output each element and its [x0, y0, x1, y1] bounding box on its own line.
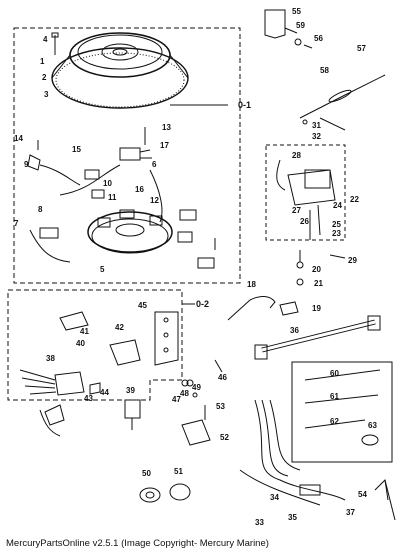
part-label-47: 47: [172, 395, 181, 404]
part-label-20: 20: [312, 265, 321, 274]
part-label-1: 1: [40, 57, 45, 66]
part-label-61: 61: [330, 392, 339, 401]
module-38: [54, 371, 85, 396]
part-label-7: 7: [14, 219, 19, 228]
part-label-42: 42: [115, 323, 124, 332]
flywheel: [51, 32, 189, 109]
part-label-15: 15: [72, 145, 81, 154]
part-label-17: 17: [160, 141, 169, 150]
part-label-46: 46: [218, 373, 227, 382]
part-label-8: 8: [38, 205, 43, 214]
part-label-54: 54: [358, 490, 367, 499]
part-label-9: 9: [24, 160, 29, 169]
group-boundary-upper: [13, 27, 241, 284]
part-label-18: 18: [247, 280, 256, 289]
part-label-16: 16: [135, 185, 144, 194]
part-label-27: 27: [292, 206, 301, 215]
cable-kit-box: [291, 361, 393, 463]
group-boundary-trigger: [265, 144, 346, 241]
cable-60: [304, 369, 381, 381]
plug-55: [264, 9, 286, 39]
part-label-35: 35: [288, 513, 297, 522]
part-label-3: 3: [44, 90, 49, 99]
part-label-45: 45: [138, 301, 147, 310]
part-label-11: 11: [108, 193, 117, 202]
part-label-33: 33: [255, 518, 264, 527]
wiring-harness: [254, 399, 346, 501]
part-label-4: 4: [43, 35, 48, 44]
part-label-29: 29: [348, 256, 357, 265]
part-label-53: 53: [216, 402, 225, 411]
part-label-51: 51: [174, 467, 183, 476]
part-label-25: 25: [332, 220, 341, 229]
part-label-39: 39: [126, 386, 135, 395]
part-label-28: 28: [292, 151, 301, 160]
part-label-57: 57: [357, 44, 366, 53]
part-label-22: 22: [350, 195, 359, 204]
part-label-40: 40: [76, 339, 85, 348]
wire-harness-upper: [59, 164, 163, 223]
part-label-31: 31: [312, 121, 321, 130]
part-label-10: 10: [103, 179, 112, 188]
image-caption: MercuryPartsOnline v2.5.1 (Image Copyrig…: [6, 538, 269, 549]
part-label-48: 48: [180, 389, 189, 398]
part-label-56: 56: [314, 34, 323, 43]
part-label-43: 43: [84, 394, 93, 403]
sensor-18: [249, 296, 276, 309]
part-label-26: 26: [300, 217, 309, 226]
part-label-62: 62: [330, 417, 339, 426]
group-label-upper: 0-1: [238, 100, 251, 110]
part-label-37: 37: [346, 508, 355, 517]
bracket-45: [154, 311, 179, 366]
part-label-44: 44: [100, 388, 109, 397]
part-label-5: 5: [100, 265, 105, 274]
part-label-49: 49: [192, 383, 201, 392]
part-label-60: 60: [330, 369, 339, 378]
part-label-21: 21: [314, 279, 323, 288]
part-label-19: 19: [312, 304, 321, 313]
part-label-58: 58: [320, 66, 329, 75]
part-label-24: 24: [333, 201, 342, 210]
part-label-13: 13: [162, 123, 171, 132]
part-label-50: 50: [142, 469, 151, 478]
bracket-52: [181, 419, 211, 446]
trigger-assembly: [276, 159, 346, 286]
part-label-23: 23: [332, 229, 341, 238]
part-label-41: 41: [80, 327, 89, 336]
stator-plate: [87, 209, 173, 254]
grommet-50: [139, 487, 161, 503]
part-label-59: 59: [296, 21, 305, 30]
part-label-38: 38: [46, 354, 55, 363]
part-label-32: 32: [312, 132, 321, 141]
part-label-2: 2: [42, 73, 47, 82]
bracket-42: [109, 339, 141, 366]
part-label-36: 36: [290, 326, 299, 335]
cable-57: [299, 74, 386, 119]
part-label-63: 63: [368, 421, 377, 430]
part-label-34: 34: [270, 493, 279, 502]
part-label-14: 14: [14, 134, 23, 143]
group-boundary-lower: [7, 289, 183, 401]
group-label-lower: 0-2: [196, 299, 209, 309]
coil-6: [119, 147, 141, 161]
cap-51: [169, 483, 191, 501]
part-label-6: 6: [152, 160, 157, 169]
part-label-55: 55: [292, 7, 301, 16]
part-label-52: 52: [220, 433, 229, 442]
part-label-12: 12: [150, 196, 159, 205]
